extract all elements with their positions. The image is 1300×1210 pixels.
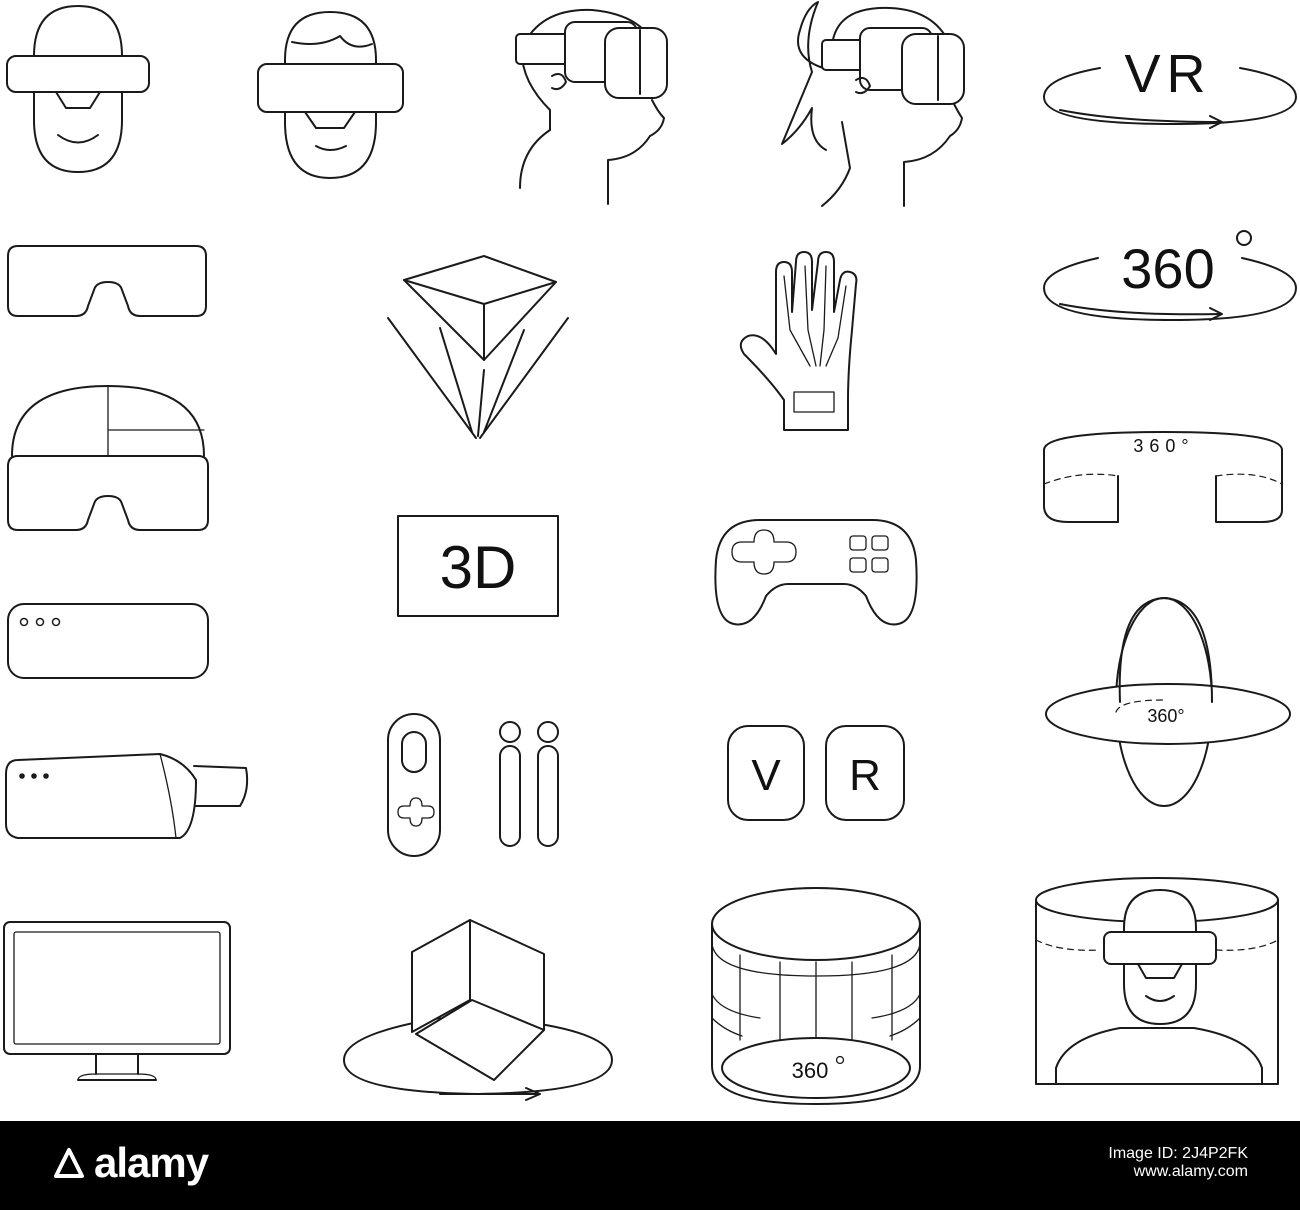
vr-headset-front-icon — [7, 603, 209, 679]
woman-vr-headset-icon — [257, 11, 404, 179]
key-r-label: R — [849, 751, 881, 800]
hologram-pyramid-icon — [387, 255, 569, 439]
image-id-text: Image ID: 2J4P2FK — [1108, 1145, 1248, 1162]
360-band-icon: 360° — [1043, 431, 1283, 523]
3d-box-icon: 3D — [397, 515, 559, 617]
vr-orbit-label: VR — [1124, 44, 1211, 104]
icon-sheet: VR 360 360° 3D — [3, 1, 1297, 1105]
360-cylinder-label: 360 — [792, 1058, 829, 1083]
vr-keys-icon: V R — [727, 725, 905, 821]
360-cylinder-icon: 360 — [711, 887, 921, 1105]
360-orbit-label: 360 — [1121, 237, 1214, 300]
360-sphere-label: 360° — [1147, 706, 1184, 726]
vr-glasses-icon — [7, 245, 207, 317]
monitor-icon — [3, 921, 231, 1081]
stock-info: Image ID: 2J4P2FK www.alamy.com — [1108, 1145, 1248, 1181]
woman-profile-vr-headset-icon — [781, 1, 965, 207]
motion-controller-icon — [387, 713, 441, 857]
vr-helmet-icon — [7, 385, 209, 531]
brand-name: alamy — [94, 1139, 209, 1186]
alamy-logo-icon — [54, 1148, 84, 1178]
key-v-label: V — [751, 751, 781, 800]
vr-orbit-icon: VR — [1043, 44, 1297, 129]
brand-logo[interactable]: alamy — [52, 1135, 209, 1191]
footer-bar: alamy Image ID: 2J4P2FK www.alamy.com — [0, 1121, 1300, 1210]
man-profile-vr-headset-icon — [515, 8, 668, 205]
360-orbit-icon: 360 — [1043, 230, 1297, 321]
360-sphere-icon: 360° — [1045, 597, 1291, 807]
rotating-cube-icon — [343, 919, 613, 1101]
immersive-vr-user-icon — [1035, 877, 1279, 1085]
vr-headset-side-icon — [5, 753, 249, 839]
gamepad-icon — [714, 519, 918, 626]
icon-sheet-drawing: VR 360 360° 3D — [3, 1, 1297, 1105]
360-band-label: 360° — [1133, 436, 1194, 456]
man-vr-headset-icon — [6, 5, 150, 173]
site-url[interactable]: www.alamy.com — [1133, 1163, 1248, 1180]
vr-glove-icon — [739, 251, 858, 431]
3d-box-label: 3D — [440, 534, 517, 601]
motion-wands-icon — [499, 721, 559, 847]
